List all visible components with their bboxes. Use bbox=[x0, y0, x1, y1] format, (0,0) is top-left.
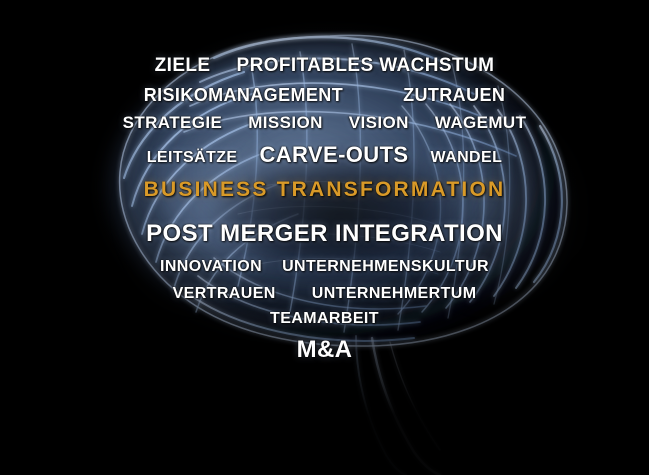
word-profitables-wachstum: PROFITABLES WACHSTUM bbox=[236, 55, 495, 76]
word-mission: MISSION bbox=[248, 113, 323, 132]
word-row-7: INNOVATION UNTERNEHMENSKULTUR bbox=[0, 258, 649, 276]
word-post-merger-integration: POST MERGER INTEGRATION bbox=[146, 220, 503, 247]
word-wagemut: WAGEMUT bbox=[434, 113, 527, 132]
word-unternehmertum: UNTERNEHMERTUM bbox=[311, 285, 477, 302]
word-row-1: ZIELE PROFITABLES WACHSTUM bbox=[0, 55, 649, 77]
word-row-8: VERTRAUEN UNTERNEHMERTUM bbox=[0, 285, 649, 303]
word-vertrauen: VERTRAUEN bbox=[172, 285, 276, 302]
word-wandel: WANDEL bbox=[430, 149, 503, 166]
word-business-transformation: BUSINESS TRANSFORMATION bbox=[143, 178, 506, 201]
word-strategie: STRATEGIE bbox=[122, 113, 223, 132]
word-m-and-a: M&A bbox=[296, 336, 353, 363]
word-teamarbeit: TEAMARBEIT bbox=[270, 310, 379, 327]
word-row-4: LEITSÄTZE CARVE-OUTS WANDEL bbox=[0, 142, 649, 168]
word-carve-outs: CARVE-OUTS bbox=[259, 142, 409, 167]
word-row-10: M&A bbox=[0, 336, 649, 364]
word-risikomanagement: RISIKOMANAGEMENT bbox=[143, 85, 344, 105]
word-row-9: TEAMARBEIT bbox=[0, 310, 649, 328]
word-row-3: STRATEGIE MISSION VISION WAGEMUT bbox=[0, 113, 649, 133]
word-row-5: BUSINESS TRANSFORMATION bbox=[0, 178, 649, 202]
word-vision: VISION bbox=[348, 113, 409, 132]
word-zutrauen: ZUTRAUEN bbox=[403, 85, 506, 105]
word-innovation: INNOVATION bbox=[160, 258, 263, 275]
word-ziele: ZIELE bbox=[154, 55, 211, 76]
word-leitsaetze: LEITSÄTZE bbox=[146, 149, 238, 166]
word-unternehmenskultur: UNTERNEHMENSKULTUR bbox=[282, 258, 489, 275]
word-row-6: POST MERGER INTEGRATION bbox=[0, 220, 649, 248]
word-row-2: RISIKOMANAGEMENT ZUTRAUEN bbox=[0, 85, 649, 106]
